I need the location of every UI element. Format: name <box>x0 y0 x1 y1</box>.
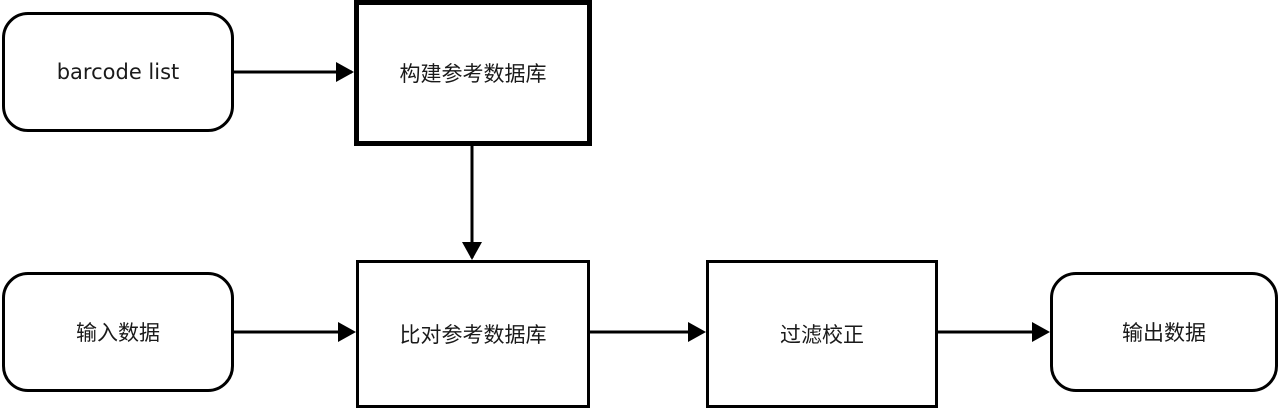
arrowhead-build-db-to-align-db <box>462 242 482 260</box>
arrowhead-input-to-align-db <box>338 322 356 342</box>
align-reference-db-node: 比对参考数据库 <box>356 260 590 408</box>
build-reference-db-node: 构建参考数据库 <box>354 0 592 146</box>
build-reference-db-label: 构建参考数据库 <box>399 62 547 86</box>
barcode-list-label: barcode list <box>56 60 180 84</box>
arrowhead-align-db-to-filter <box>688 322 706 342</box>
output-data-node: 输出数据 <box>1050 272 1278 392</box>
filter-correct-label: 过滤校正 <box>780 323 864 347</box>
input-data-label: 输入数据 <box>76 321 160 345</box>
output-data-label: 输出数据 <box>1122 321 1206 345</box>
input-data-node: 输入数据 <box>2 272 234 392</box>
arrowhead-filter-to-output <box>1032 322 1050 342</box>
filter-correct-node: 过滤校正 <box>706 260 938 408</box>
barcode-list-node: barcode list <box>2 12 234 132</box>
arrowhead-barcode-to-build-db-solid <box>336 62 354 82</box>
align-reference-db-label: 比对参考数据库 <box>399 323 547 347</box>
